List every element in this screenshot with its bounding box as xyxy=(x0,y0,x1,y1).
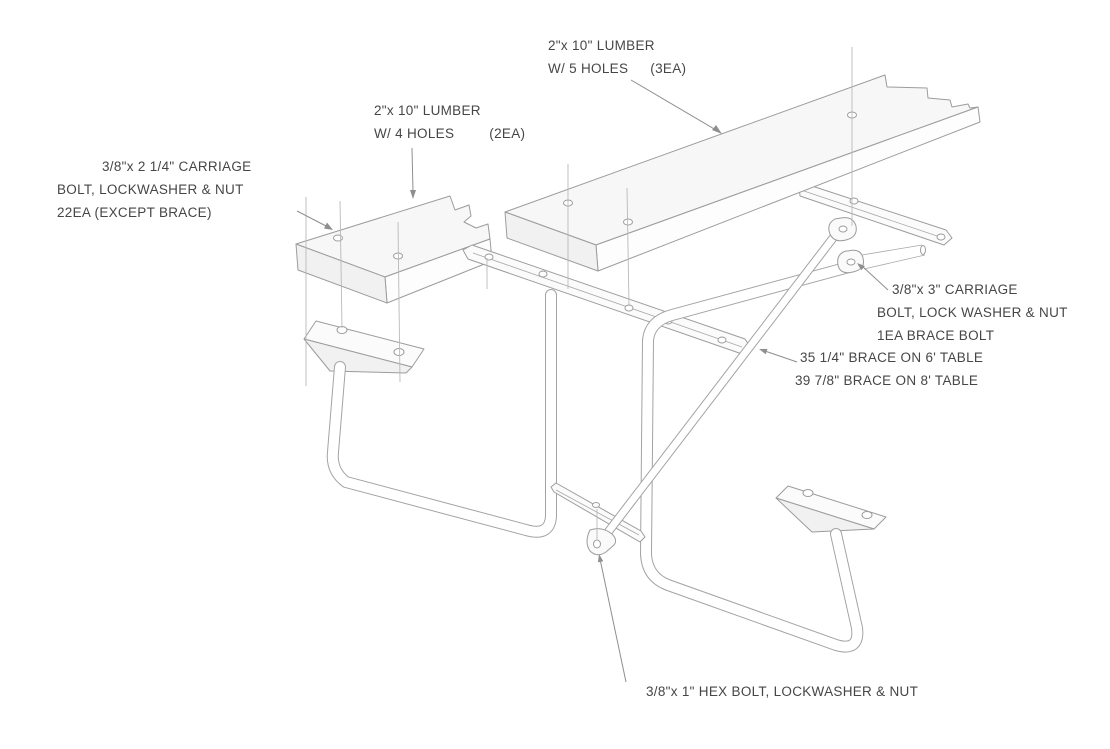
callout-seat-lumber-line1: 2"x 10" LUMBER xyxy=(374,103,481,118)
callout-seat-lumber-line2: W/ 4 HOLES xyxy=(374,126,455,141)
callout-brace-length-line1: 35 1/4" BRACE ON 6' TABLE xyxy=(800,350,984,365)
callout-hex-bolt: 3/8"x 1" HEX BOLT, LOCKWASHER & NUT xyxy=(646,680,918,703)
near-seat-bracket xyxy=(303,320,425,374)
diagonal-brace xyxy=(586,217,857,556)
callout-carriage-bolt-main-line3: 22EA (EXCEPT BRACE) xyxy=(57,205,212,220)
callout-top-lumber-line1: 2"x 10" LUMBER xyxy=(548,38,655,53)
callout-top-lumber-qty: (3EA) xyxy=(650,61,687,76)
callout-seat-lumber: 2"x 10" LUMBER W/ 4 HOLES (2EA) xyxy=(374,99,525,145)
top-lumber-board xyxy=(504,74,981,272)
cross-member xyxy=(550,482,646,543)
near-leg-frame xyxy=(326,289,557,538)
callout-carriage-bolt-main-line2: BOLT, LOCKWASHER & NUT xyxy=(57,182,244,197)
callout-hex-bolt-line1: 3/8"x 1" HEX BOLT, LOCKWASHER & NUT xyxy=(646,684,919,699)
callout-top-lumber: 2"x 10" LUMBER W/ 5 HOLES (3EA) xyxy=(548,34,686,80)
callout-brace-length-line2: 39 7/8" BRACE ON 8' TABLE xyxy=(795,373,979,388)
callout-carriage-bolt-brace-line3: 1EA BRACE BOLT xyxy=(877,328,995,343)
callout-carriage-bolt-main: 3/8"x 2 1/4" CARRIAGE BOLT, LOCKWASHER &… xyxy=(57,155,251,224)
far-leg-frame xyxy=(640,244,926,653)
callout-brace-length: 35 1/4" BRACE ON 6' TABLE 39 7/8" BRACE … xyxy=(795,346,983,392)
bolt-projection-lines xyxy=(305,47,853,539)
far-seat-bracket xyxy=(775,485,887,533)
callout-carriage-bolt-main-line1: 3/8"x 2 1/4" CARRIAGE xyxy=(102,159,252,174)
callout-carriage-bolt-brace: 3/8"x 3" CARRIAGE BOLT, LOCK WASHER & NU… xyxy=(877,278,1068,347)
callout-carriage-bolt-brace-line2: BOLT, LOCK WASHER & NUT xyxy=(877,305,1068,320)
seat-lumber-board xyxy=(295,195,493,304)
leader-arrows xyxy=(296,79,889,683)
callout-seat-lumber-qty: (2EA) xyxy=(489,126,526,141)
callout-carriage-bolt-brace-line1: 3/8"x 3" CARRIAGE xyxy=(892,282,1018,297)
callout-top-lumber-line2: W/ 5 HOLES xyxy=(548,61,629,76)
far-table-rail xyxy=(798,183,953,246)
